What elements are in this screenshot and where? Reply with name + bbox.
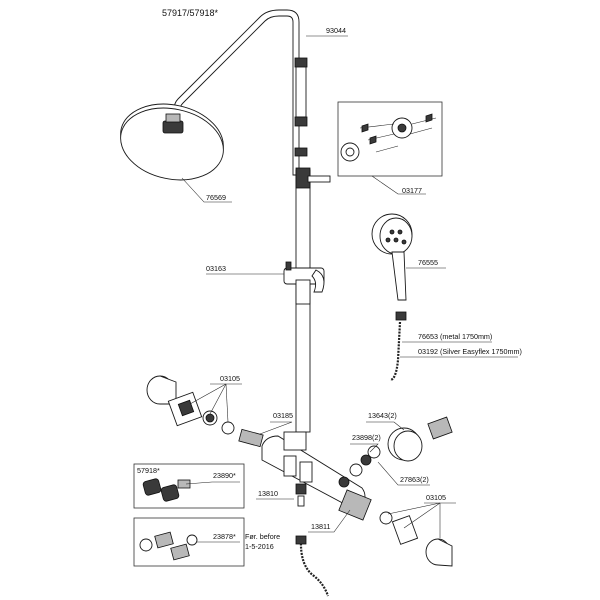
label-handle-left: 03105: [220, 374, 240, 383]
thermo-cartridge-part: [338, 489, 453, 567]
label-old-set: 23878*: [213, 532, 236, 541]
label-outlet: 13810: [258, 489, 278, 498]
hand-hose-part: [389, 321, 402, 382]
label-cartridge-right: 13643(2): [368, 411, 397, 420]
label-variant-title: 57918*: [137, 466, 160, 475]
rain-head-part: [120, 103, 224, 181]
label-wall-bracket: 03177: [402, 186, 422, 195]
label-variant-part: 23890*: [213, 471, 236, 480]
label-hose-metal: 76653 (metal 1750mm): [418, 332, 492, 341]
label-riser-conn: 03185: [273, 411, 293, 420]
label-handle-right: 03105: [426, 493, 446, 502]
label-thermo-cartridge: 13811: [311, 522, 330, 531]
hand-shower-part: [371, 213, 413, 321]
wall-bracket-detail: [337, 101, 443, 177]
label-nut-set: 23898(2): [352, 433, 381, 442]
right-valve-parts: [338, 416, 453, 488]
model-title: 57917/57918*: [162, 8, 219, 18]
variant-box-57918: [133, 463, 245, 509]
label-old-set-note1: Før. before: [245, 532, 280, 541]
label-slider: 03163: [206, 264, 226, 273]
label-rainhead: 76569: [206, 193, 226, 202]
slider-part: [283, 261, 325, 305]
left-handle-assembly: [146, 375, 264, 448]
old-set-box: [133, 517, 245, 567]
label-handshower: 76555: [418, 258, 438, 267]
label-old-set-note2: 1-5-2016: [245, 542, 274, 551]
label-seal: 27863(2): [400, 475, 429, 484]
label-arm: 93044: [326, 26, 346, 35]
label-hose-silver: 03192 (Silver Easyflex 1750mm): [418, 347, 522, 356]
bottom-hose-part: [299, 539, 330, 597]
